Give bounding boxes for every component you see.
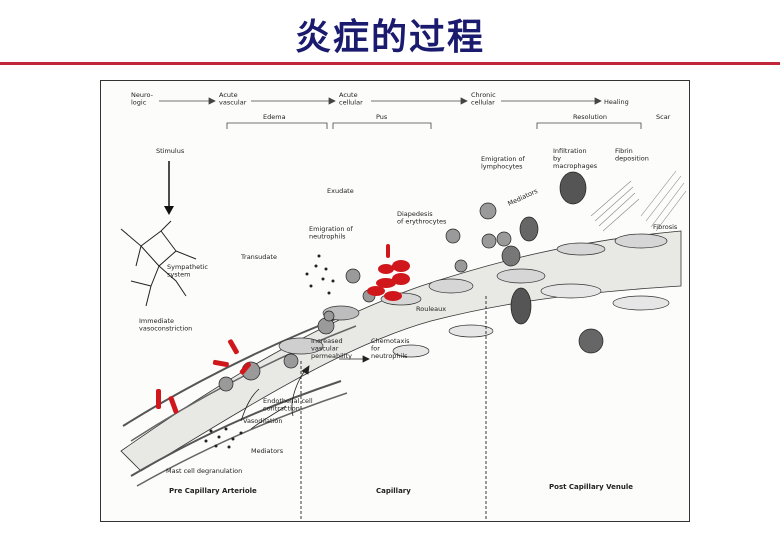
transudate-dots [306, 255, 335, 295]
label-edema: Edema [263, 113, 286, 121]
label-pus: Pus [376, 113, 388, 121]
label-neurologic: Neuro-logic [131, 91, 154, 106]
fibrin-strands [591, 171, 686, 231]
label-stimulus: Stimulus [156, 147, 185, 155]
label-rouleaux: Rouleaux [416, 305, 446, 313]
label-scar: Scar [656, 113, 671, 121]
label-mast-cell: Mast cell degranulation [166, 467, 242, 475]
label-mediators-curved: Mediators [506, 187, 539, 208]
slide-title: 炎症的过程 [0, 8, 780, 60]
label-pre-capillary: Pre Capillary Arteriole [169, 487, 257, 495]
title-divider [0, 62, 780, 65]
label-mediators: Mediators [251, 447, 284, 455]
label-exudate: Exudate [327, 187, 354, 195]
label-transudate: Transudate [240, 253, 277, 261]
label-post-capillary: Post Capillary Venule [549, 483, 633, 491]
label-capillary: Capillary [376, 487, 411, 495]
label-vasodilation: Vasodilation [243, 417, 282, 425]
label-healing: Healing [604, 98, 629, 106]
label-fibrosis: Fibrosis [653, 223, 678, 231]
mast-cell-granules [205, 428, 243, 449]
label-resolution: Resolution [573, 113, 607, 121]
